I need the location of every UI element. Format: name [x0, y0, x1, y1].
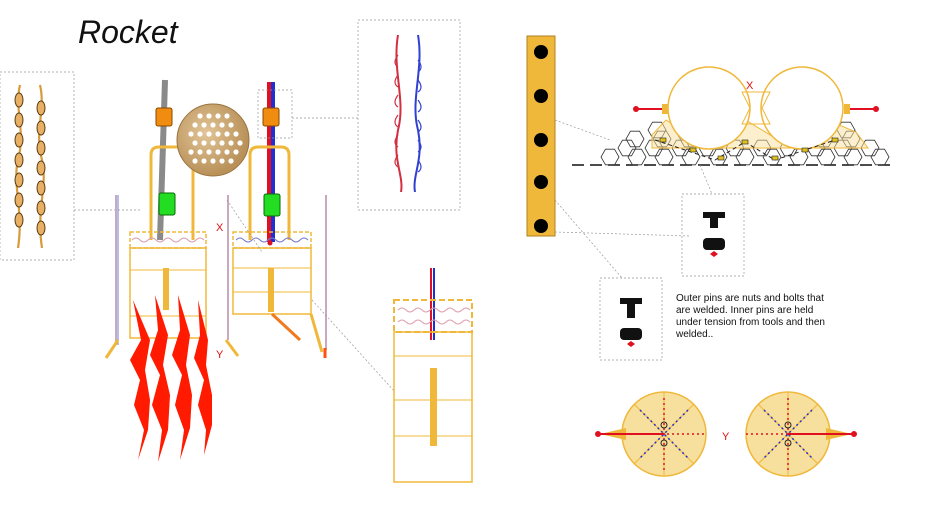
orange-block: [155, 107, 173, 127]
disc-hole: [192, 140, 198, 146]
lattice-cell: [627, 148, 647, 166]
disc-hole: [228, 158, 234, 164]
disc-hole: [206, 131, 212, 137]
disc-hole: [219, 122, 225, 128]
disc-hole: [228, 140, 234, 146]
page-title: Rocket: [78, 14, 178, 50]
lattice-cell: [708, 148, 728, 166]
disc-hole: [192, 122, 198, 128]
bolt-detail-lower: [599, 277, 663, 361]
left-inset: [0, 71, 140, 261]
enlarged-section: [393, 268, 473, 483]
x-label-right: X: [746, 80, 754, 92]
disc-hole: [228, 122, 234, 128]
lattice-cell: [843, 148, 863, 166]
disc-hole: [215, 131, 221, 137]
weld-note: Outer pins are nuts and bolts that are w…: [676, 293, 825, 340]
disc-hole: [224, 149, 230, 155]
disc-hole: [224, 131, 230, 137]
x-label-left: X: [216, 222, 224, 234]
lattice-cell: [625, 130, 645, 148]
disc-right: [745, 391, 857, 477]
lattice-cell: [735, 148, 755, 166]
left-rocket: X Y: [104, 79, 240, 462]
lattice-cell: [762, 148, 782, 166]
green-block: [263, 193, 281, 217]
lattice-cell: [816, 148, 836, 166]
disc-hole: [188, 131, 194, 137]
bolt-detail-upper: [681, 193, 745, 277]
disc-hole: [224, 113, 230, 119]
twin-circle-assembly: X: [572, 66, 896, 195]
lattice-cell: [654, 148, 674, 166]
pin-bar: [526, 35, 691, 279]
lattice-cell: [600, 148, 620, 166]
disc-hole: [233, 149, 239, 155]
perforated-disc: [176, 103, 250, 177]
y-label-right: Y: [722, 431, 730, 443]
disc-hole: [192, 158, 198, 164]
disc-hole: [197, 149, 203, 155]
disc-hole: [210, 140, 216, 146]
disc-hole: [219, 158, 225, 164]
disc-hole: [210, 122, 216, 128]
exhaust-flames: [130, 295, 212, 462]
disc-hole: [197, 113, 203, 119]
disc-hole: [237, 140, 243, 146]
disc-hole: [197, 131, 203, 137]
disc-hole: [233, 131, 239, 137]
disc-hole: [188, 149, 194, 155]
disc-hole: [210, 158, 216, 164]
disc-hole: [206, 113, 212, 119]
disc-hole: [201, 122, 207, 128]
disc-hole: [201, 140, 207, 146]
disc-hole: [215, 113, 221, 119]
disc-hole: [219, 140, 225, 146]
disc-hole: [206, 149, 212, 155]
middle-rocket: [226, 82, 396, 393]
green-block: [158, 192, 176, 216]
disc-left: [595, 391, 707, 477]
braid-inset: [357, 19, 461, 211]
lattice-cell: [617, 139, 637, 157]
orange-block: [262, 107, 280, 127]
y-label-left: Y: [216, 349, 224, 361]
lattice-cell: [870, 148, 890, 166]
disc-hole: [215, 149, 221, 155]
disc-hole: [201, 158, 207, 164]
